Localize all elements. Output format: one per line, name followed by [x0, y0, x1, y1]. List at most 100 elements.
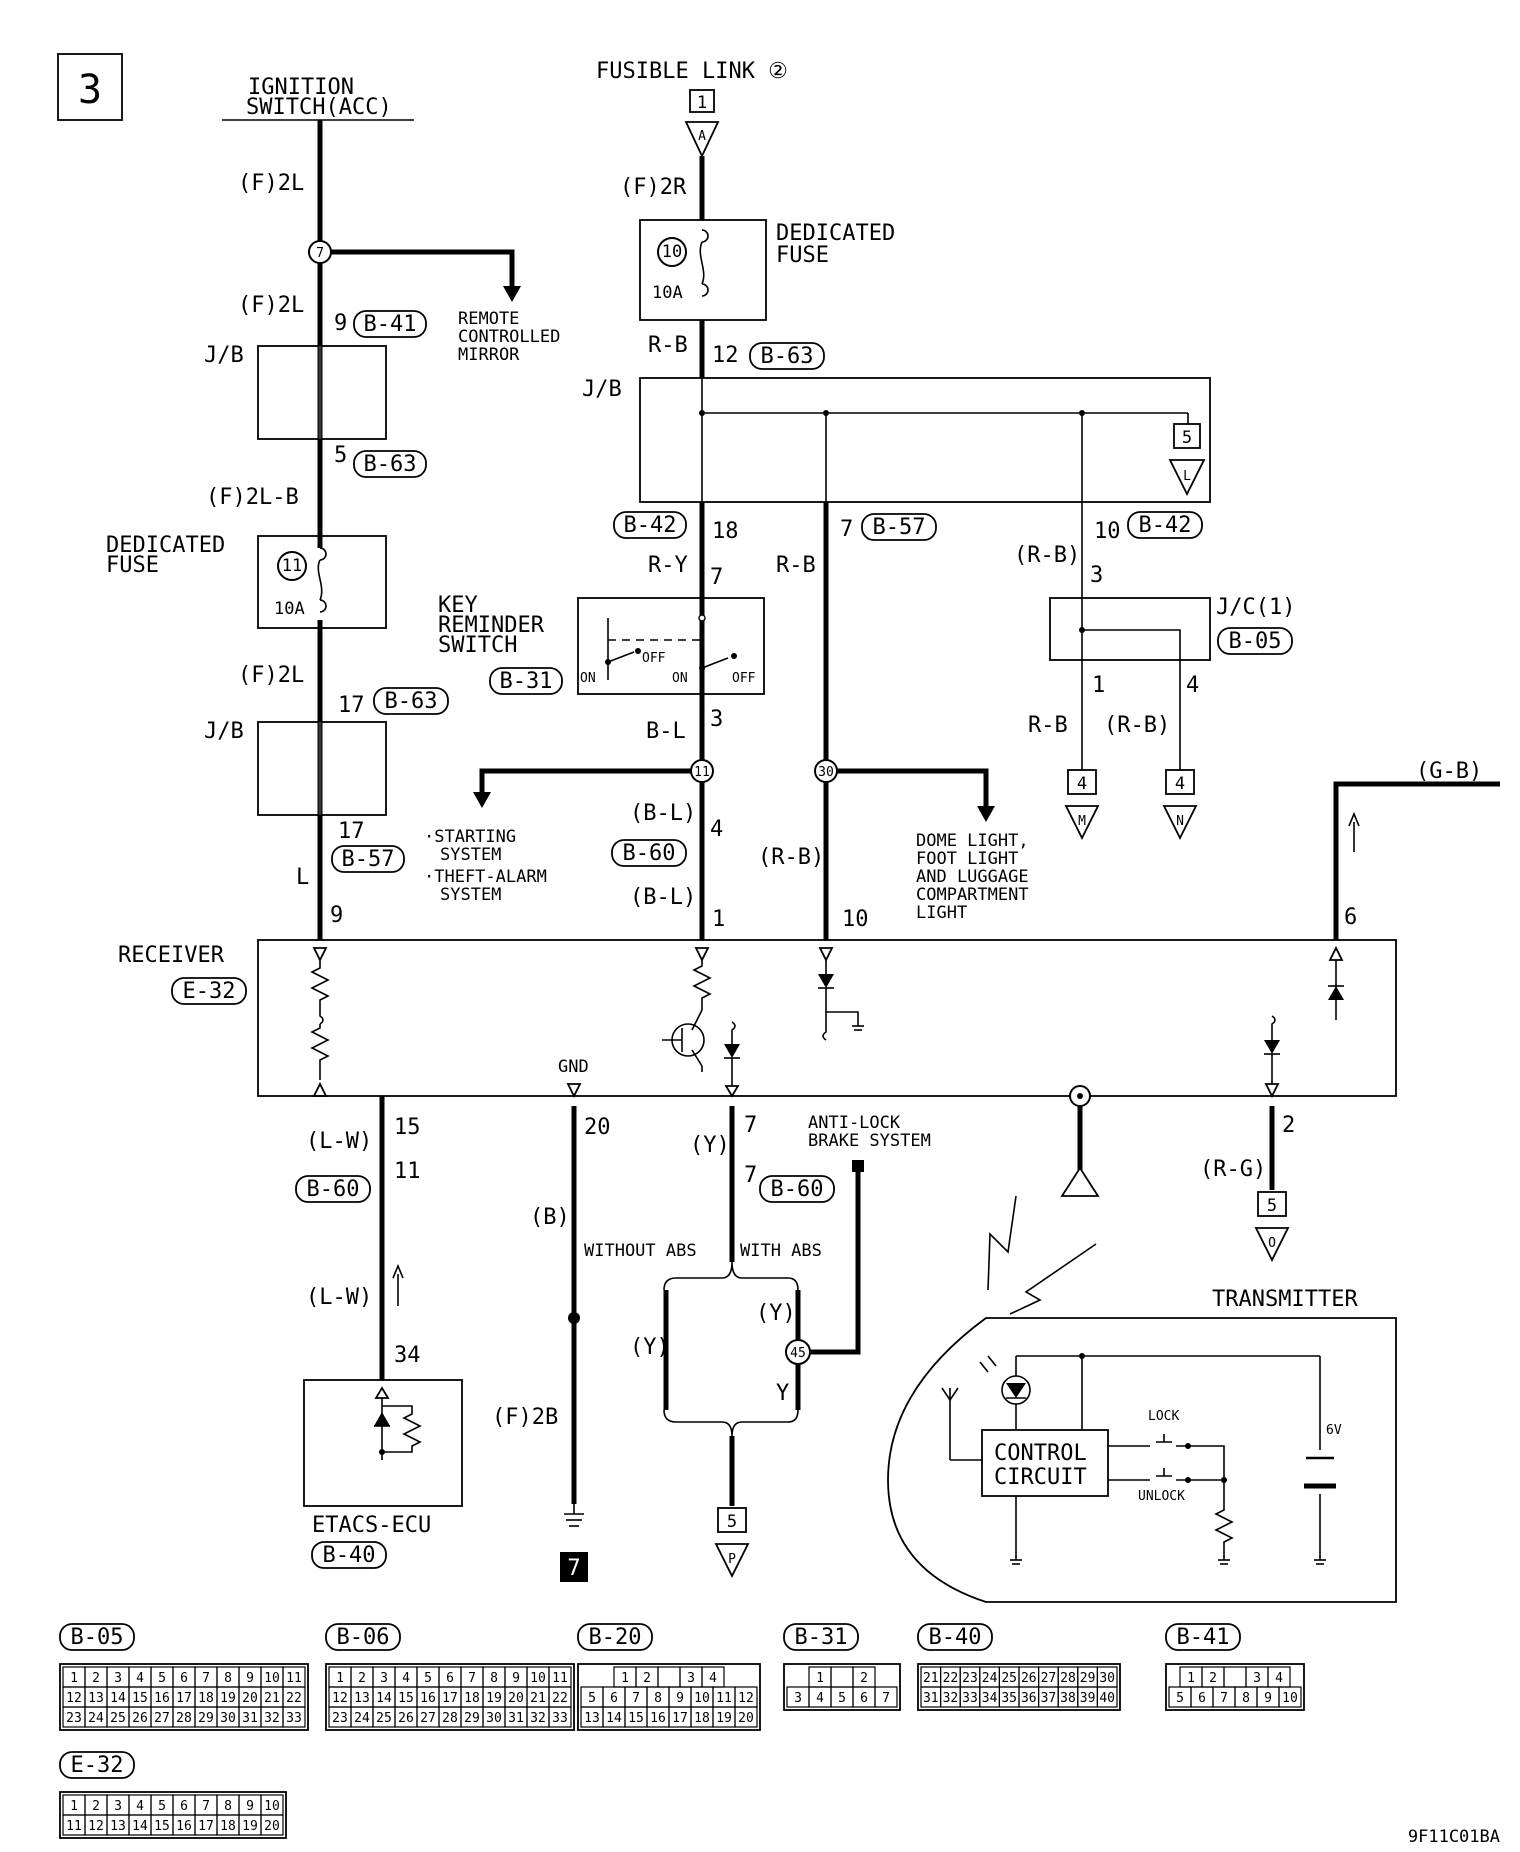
- connector-face-label: B-31: [795, 1625, 848, 1650]
- pin-7-b60: 7: [744, 1163, 757, 1188]
- connector-pin: 10: [530, 1671, 546, 1686]
- connector-pin: 18: [464, 1691, 480, 1706]
- pin-2-receiver: 2: [1282, 1113, 1295, 1138]
- connector-pin: 11: [552, 1671, 568, 1686]
- connector-pin: 5: [588, 1691, 596, 1706]
- connector-pin: 13: [110, 1819, 126, 1834]
- connector-pin: 9: [246, 1799, 254, 1814]
- connector-pin: 14: [132, 1819, 148, 1834]
- jb-marker-box: [1173, 423, 1201, 449]
- wire-to-abs: [798, 1166, 861, 1355]
- connector-b63-b-tag: [373, 687, 449, 715]
- ground-marker-box: [560, 1552, 588, 1582]
- splice-45-circle: [785, 1339, 811, 1365]
- connector-pin: 14: [376, 1691, 392, 1706]
- splice-11-circle: [690, 759, 714, 783]
- wire-label-rb-5: (R-B): [1104, 713, 1170, 738]
- connector-face-tag: [325, 1623, 401, 1651]
- wire-label-bl: B-L: [646, 719, 686, 744]
- connector-pin: 33: [962, 1691, 978, 1706]
- junction-block-1: [257, 345, 387, 440]
- dome-light-label-2: FOOT LIGHT: [916, 849, 1018, 869]
- fuse-11-badge: [277, 551, 307, 581]
- connector-pin: 25: [376, 1711, 392, 1726]
- wire-label-rb-3: (R-B): [1014, 543, 1080, 568]
- connector-pin: 7: [202, 1799, 210, 1814]
- fuse-10-number: 10: [662, 242, 682, 262]
- connector-b41-label: B-41: [364, 312, 417, 337]
- jb-arrow-icon: [1168, 459, 1206, 497]
- marker-m-number: 4: [1077, 774, 1087, 794]
- connector-pin: 20: [242, 1691, 258, 1706]
- connector-pin: 11: [716, 1691, 732, 1706]
- connector-b60-b-label: B-60: [771, 1177, 824, 1202]
- connector-pin: 33: [552, 1711, 568, 1726]
- marker-p-box: [717, 1507, 747, 1533]
- marker-o-arrow-icon: [1254, 1227, 1290, 1263]
- dome-light-branch: [837, 768, 989, 810]
- connector-pin: 6: [180, 1799, 188, 1814]
- connector-pin: 26: [1021, 1671, 1037, 1686]
- starting-system-branch: [479, 768, 691, 796]
- connector-pin: 2: [358, 1671, 366, 1686]
- wire-label-l: L: [296, 865, 309, 890]
- connector-pin: 8: [490, 1671, 498, 1686]
- jb-marker-number: 5: [1182, 428, 1192, 448]
- key-switch-off-left: OFF: [642, 651, 666, 666]
- fuse-10-rating: 10A: [652, 283, 683, 303]
- splice-11-label: 11: [694, 765, 710, 780]
- connector-pin: 32: [530, 1711, 546, 1726]
- fusible-link-arrow: A: [698, 129, 706, 144]
- connector-pin: 20: [264, 1819, 280, 1834]
- connector-face-label: E-32: [71, 1753, 124, 1778]
- marker-o-letter: O: [1268, 1236, 1276, 1251]
- connector-pin: 8: [654, 1691, 662, 1706]
- connector-b42-b-label: B-42: [1139, 513, 1192, 538]
- connector-pin: 9: [1264, 1691, 1272, 1706]
- wire-label-rb-1: R-B: [648, 333, 688, 358]
- connector-pin: 17: [198, 1819, 214, 1834]
- wire-label-lw-2: (L-W): [306, 1285, 372, 1310]
- splice-30-circle: [814, 759, 838, 783]
- connector-pin: 27: [420, 1711, 436, 1726]
- connector-pin: 4: [136, 1671, 144, 1686]
- connector-face-label: B-40: [929, 1625, 982, 1650]
- dome-light-label-1: DOME LIGHT,: [916, 831, 1029, 851]
- connector-pin: 9: [512, 1671, 520, 1686]
- connector-pin: 23: [66, 1711, 82, 1726]
- etacs-ecu-label: ETACS-ECU: [312, 1513, 431, 1538]
- pin-20-receiver: 20: [584, 1115, 611, 1140]
- connector-pin: 24: [982, 1671, 998, 1686]
- dedicated-fuse-10-label-1: DEDICATED: [776, 221, 895, 246]
- connector-pin: 16: [154, 1691, 170, 1706]
- abs-label-1: ANTI-LOCK: [808, 1113, 901, 1133]
- transmitter-internals: [941, 1353, 1336, 1565]
- splice-30-label: 30: [818, 765, 834, 780]
- connector-face-body: [59, 1791, 287, 1839]
- connector-pin: 3: [794, 1691, 802, 1706]
- connector-b42-a-label: B-42: [624, 513, 677, 538]
- fuse-11-rating: 10A: [274, 599, 305, 619]
- ground-splice: [568, 1312, 580, 1324]
- connector-pin: 19: [242, 1819, 258, 1834]
- ignition-label-2: SWITCH(ACC): [246, 95, 392, 120]
- connector-pin: 7: [1220, 1691, 1228, 1706]
- receiver-gnd-label: GND: [558, 1057, 589, 1077]
- connector-pin: 2: [860, 1671, 868, 1686]
- connector-b42-a-tag: [613, 511, 687, 539]
- connector-pin: 32: [943, 1691, 959, 1706]
- connector-pin: 14: [110, 1691, 126, 1706]
- connector-pin: 3: [1253, 1671, 1261, 1686]
- connector-pin: 10: [264, 1671, 280, 1686]
- pin-4-jc: 4: [1186, 673, 1199, 698]
- connector-pin: 13: [584, 1711, 600, 1726]
- connector-pin: 13: [354, 1691, 370, 1706]
- pin-10-receiver: 10: [842, 907, 869, 932]
- marker-o-box: [1257, 1191, 1287, 1217]
- connector-pin: 6: [1198, 1691, 1206, 1706]
- marker-n-box: [1165, 769, 1195, 795]
- antenna-icon: [1060, 1166, 1100, 1197]
- connector-b60-tag: [611, 839, 687, 867]
